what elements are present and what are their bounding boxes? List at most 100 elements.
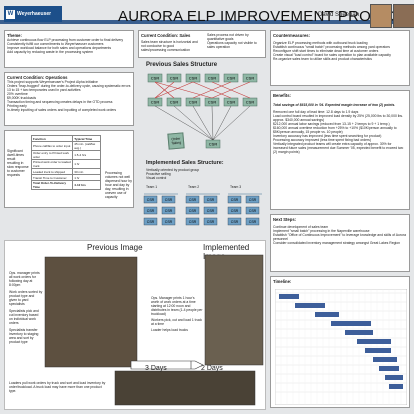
list-item: Sales process not driven by quantitative… [207, 33, 249, 41]
team-csr-box [143, 217, 158, 226]
benefits-headline: Total savings of $615,000 in '04. Expect… [273, 103, 396, 107]
sales-list-2: Sales process not driven by quantitative… [207, 33, 265, 49]
list-item: 13 to 15 + two temporaries used in yard … [7, 88, 81, 92]
logo-mark-icon: W [6, 9, 15, 19]
team-csr-box [161, 217, 176, 226]
list-item: Printing early [7, 104, 27, 108]
list-item: Sales team structure is horizontal and n… [141, 40, 198, 52]
team-csr-box [203, 195, 218, 204]
list-item: This project supports Weyerhaeuser's Pro… [7, 80, 98, 84]
csr-label: CSR [151, 76, 160, 81]
ops-box: Current Condition: Operations This proje… [4, 72, 134, 126]
table-cell: Order entry to Printed work order [30, 150, 74, 160]
timeline-bar [379, 366, 399, 371]
timeline-box: Timeline: [270, 276, 410, 408]
benefits-box: Benefits: Total savings of $615,000 in '… [270, 90, 410, 210]
list-item: Proactive selling [146, 172, 171, 176]
list-item: $212,000 annual labor savings (reduced f… [273, 122, 390, 126]
team-2-label: Team 2 [188, 185, 200, 189]
csr-label: CSR [231, 198, 239, 202]
team-photo-icon [393, 4, 414, 28]
previous-image-label: Previous Image [87, 243, 143, 252]
table-cell: 45 min. (call/fax avg.) [72, 141, 101, 151]
csr-label: CSR [209, 142, 218, 147]
list-item: Consistently fulfill our commitments to … [7, 42, 104, 46]
header-strip [0, 20, 414, 24]
team-3-label: Team 3 [230, 185, 242, 189]
csr-label: CSR [189, 220, 197, 224]
list-item: Vertically integrated product teams will… [273, 142, 404, 154]
connector-line [154, 105, 214, 141]
list-item: Loader helps load trucks [151, 328, 188, 332]
csr-label: CSR [227, 76, 236, 81]
author-photo-icon [370, 4, 392, 28]
team-csr-box [203, 206, 218, 215]
list-item: Transaction timing and sequencing create… [7, 100, 113, 104]
timeline-bar [357, 339, 391, 344]
implemented-notes: Ops. Manager prints 1 hour's worth of wo… [151, 296, 203, 332]
ops-list: This project supports Weyerhaeuser's Pro… [7, 80, 131, 112]
previous-final-note: Loaders pull work orders by truck and so… [9, 381, 106, 393]
team-csr-box [161, 206, 176, 215]
previous-notes: Ops. manager prints all work orders for … [9, 271, 43, 347]
timeline-gantt-chart [275, 289, 407, 405]
csr-label: CSR [147, 198, 155, 202]
photo-placeholder [114, 370, 256, 406]
connector-line [212, 105, 251, 141]
csr-label: CSR [165, 209, 173, 213]
csr-label: CSR [147, 209, 155, 213]
team-csr-box [227, 206, 242, 215]
countermeasures-list: Organize ELP processing methods with out… [273, 41, 407, 61]
author-name: David Sheehan [318, 12, 360, 18]
team-csr-box [227, 195, 242, 204]
poster-title: AURORA ELP IMPROVEMENT PROJECT [118, 8, 410, 25]
team-csr-box [185, 195, 200, 204]
timeline-bar [345, 330, 373, 335]
image-comparison-panel: Previous Image Implemented Image Ops. ma… [4, 240, 266, 410]
process-arrow-icon [130, 360, 204, 370]
benefits-heading: Benefits: [273, 93, 291, 98]
team-csr-box [143, 195, 158, 204]
timeline-bar [279, 294, 299, 299]
list-item: Processing accuracy improved (less time … [273, 138, 371, 142]
list-item: Continue development of sales team [273, 225, 329, 229]
theme-box: Theme: Achieve continuous flow ELP proce… [4, 30, 134, 68]
list-item: Add capacity by reducing waste in the pr… [7, 50, 93, 54]
table-cell: 4-12 hrs [72, 180, 101, 190]
countermeasures-box: Countermeasures: Organize ELP processing… [270, 30, 410, 86]
countermeasures-heading: Countermeasures: [273, 33, 311, 38]
csr-label: CSR [189, 209, 197, 213]
list-item: Improve workload balance for both sales … [7, 46, 112, 50]
team-csr-box [245, 217, 260, 226]
connector-line [173, 105, 214, 141]
list-item: Orders "leap-frogged" during the order-t… [7, 84, 131, 88]
connector-line [154, 81, 213, 99]
list-item: 20% overtime [7, 92, 28, 96]
table-cell: Printed work order to loaded truck [30, 159, 74, 169]
csr-label: CSR [249, 198, 257, 202]
timeline-bar [385, 375, 403, 380]
ops-heading: Current Condition: Operations [7, 75, 68, 80]
csr-label: CSR [249, 220, 257, 224]
sales-box: Current Condition: Sales Sales team stru… [138, 30, 266, 58]
team-csr-box [143, 206, 158, 215]
csr-label: CSR [189, 100, 198, 105]
list-item: In-timely inputting of sales orders and … [7, 108, 117, 112]
team-csr-box [185, 217, 200, 226]
connector-line [211, 105, 214, 141]
list-item: Consider consolidated inventory manageme… [273, 241, 401, 245]
team-csr-box [203, 217, 218, 226]
csr-label: CSR [208, 100, 217, 105]
csr-label: CSR [189, 76, 198, 81]
timeline-heading: Timeline: [273, 279, 292, 284]
csr-label: CSR [207, 198, 215, 202]
logo-text: Weyerhaeuser [17, 11, 52, 17]
csr-label: CSR [231, 209, 239, 213]
next-steps-list: Continue development of sales team Imple… [273, 225, 407, 245]
